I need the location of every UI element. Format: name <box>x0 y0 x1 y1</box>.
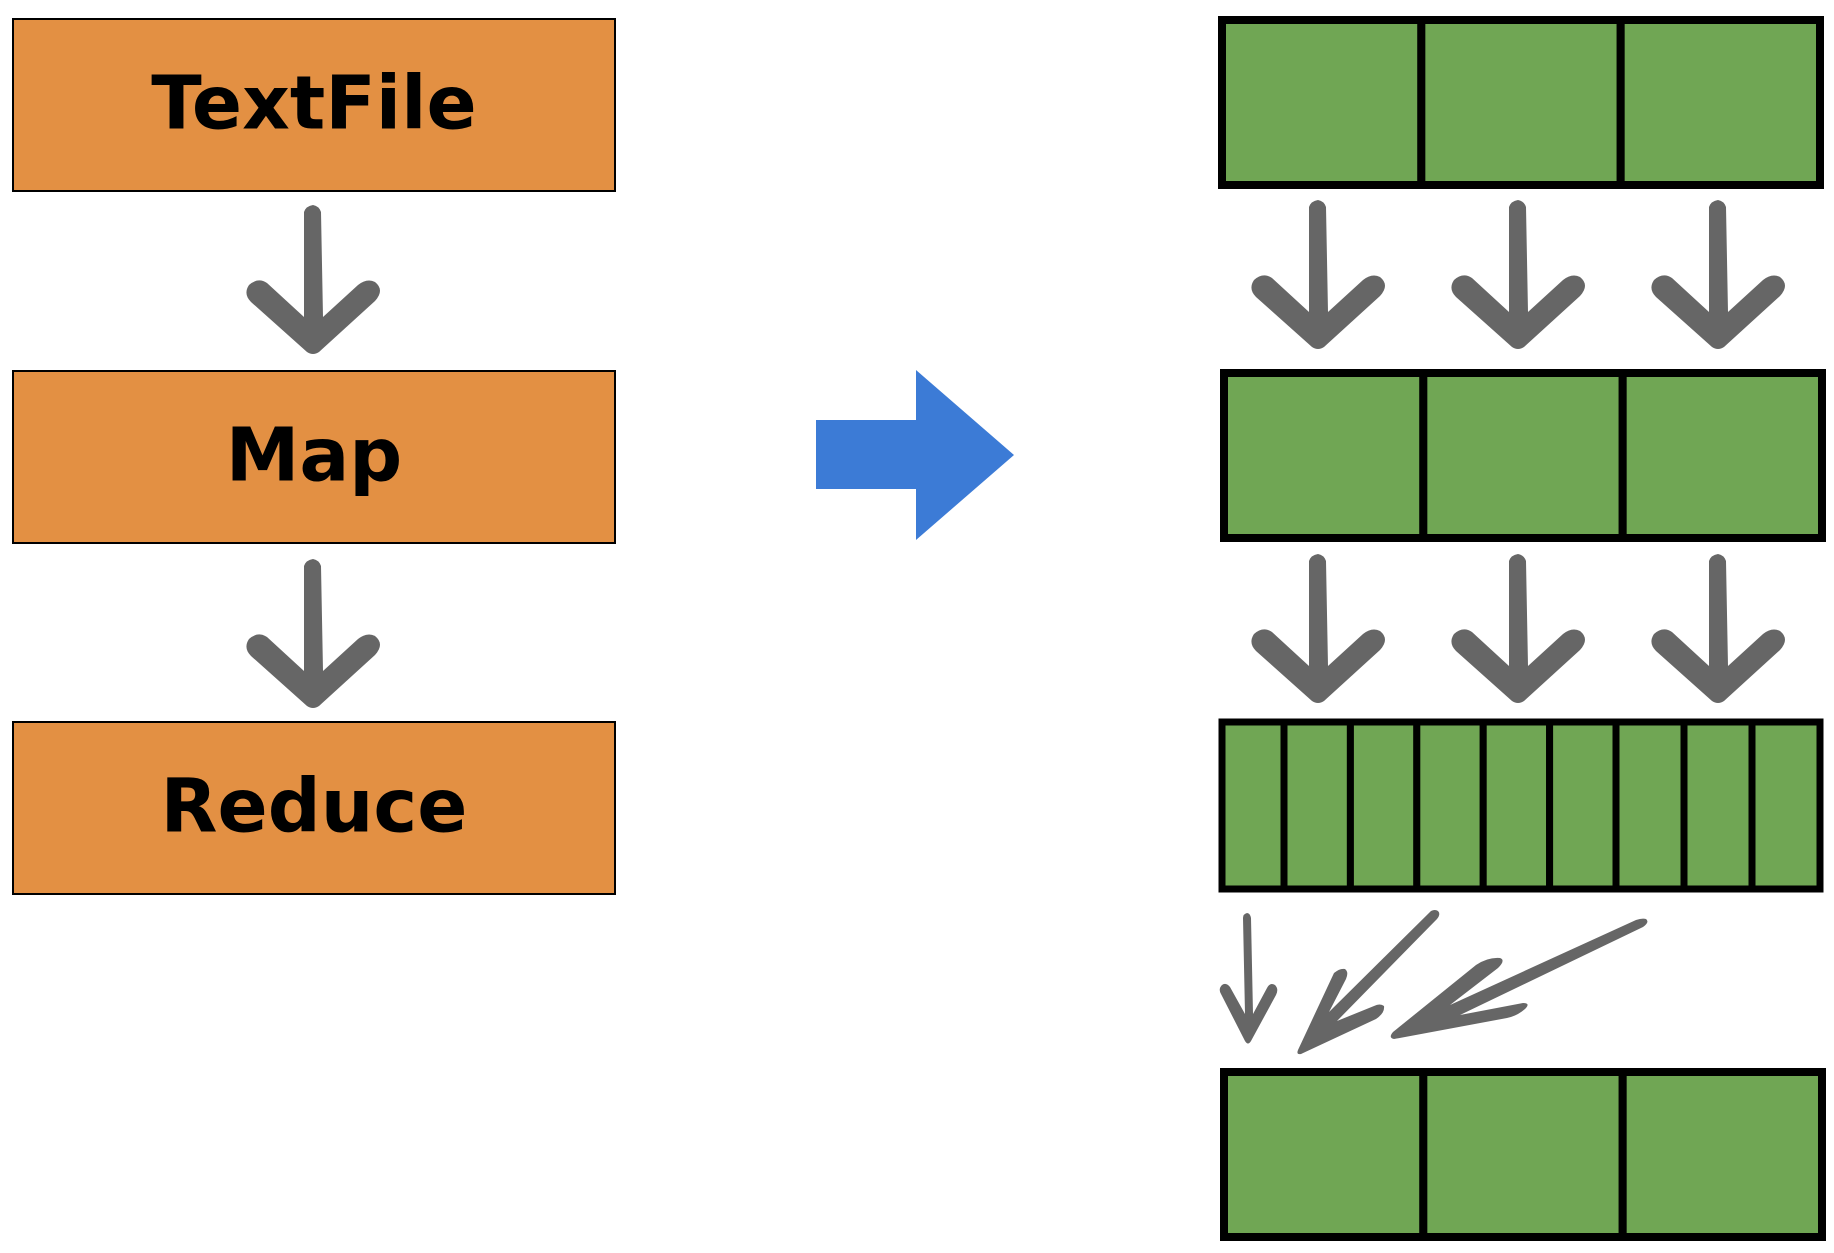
merge-arrow-2 <box>1297 910 1440 1055</box>
stage-box-textfile: TextFile <box>12 18 616 192</box>
shuffle-partition-4 <box>1413 718 1487 893</box>
flow-arrow-map-to-reduce <box>246 559 380 708</box>
partition-view <box>1218 16 1826 1241</box>
stage-label-textfile: TextFile <box>151 61 476 147</box>
stage-box-reduce-rect <box>12 721 616 895</box>
textfile-partition-1 <box>1218 16 1426 189</box>
transform-arrow <box>816 370 1014 540</box>
shuffle-merge-arrows <box>1219 910 1648 1055</box>
map-to-shuffle-arrows <box>1251 554 1785 703</box>
flow-arrow-textfile-to-map <box>246 205 380 354</box>
stage-box-reduce: Reduce <box>12 721 616 895</box>
partition-arrow-1 <box>1251 200 1385 349</box>
shuffle-partition-9 <box>1748 718 1824 893</box>
map-partition-3 <box>1618 369 1826 542</box>
shuffle-partition-2 <box>1280 718 1354 893</box>
stage-label-map: Map <box>226 413 403 499</box>
reduce-partition-3 <box>1618 1068 1826 1241</box>
shuffle-partition-3 <box>1346 718 1421 893</box>
shuffle-partition-8 <box>1680 718 1756 893</box>
logical-pipeline: TextFile Map Reduce <box>12 18 616 895</box>
stage-box-map: Map <box>12 370 616 544</box>
map-partition-2 <box>1419 369 1627 542</box>
reduce-partition-row <box>1220 1068 1826 1241</box>
merge-arrow-3 <box>1390 918 1648 1039</box>
merge-arrow-1 <box>1219 913 1278 1044</box>
partition-arrow-5 <box>1451 554 1585 703</box>
textfile-partition-2 <box>1417 16 1625 189</box>
stage-label-reduce: Reduce <box>161 764 468 850</box>
partition-arrow-6 <box>1651 554 1785 703</box>
reduce-partition-2 <box>1419 1068 1627 1241</box>
stage-box-textfile-rect <box>12 18 616 192</box>
shuffle-partition-1 <box>1218 718 1288 893</box>
shuffle-partition-7 <box>1612 718 1688 893</box>
reduce-partition-1 <box>1220 1068 1428 1241</box>
shuffle-partition-row <box>1218 718 1824 893</box>
partition-arrow-4 <box>1251 554 1385 703</box>
shuffle-partition-5 <box>1479 718 1554 893</box>
textfile-partition-row <box>1218 16 1824 189</box>
map-partition-1 <box>1220 369 1428 542</box>
map-partition-row <box>1220 369 1826 542</box>
shuffle-partition-6 <box>1546 718 1620 893</box>
textfile-to-map-arrows <box>1251 200 1785 349</box>
partition-arrow-3 <box>1651 200 1785 349</box>
stage-box-map-rect <box>12 370 616 544</box>
partition-arrow-2 <box>1451 200 1585 349</box>
textfile-partition-3 <box>1616 16 1824 189</box>
